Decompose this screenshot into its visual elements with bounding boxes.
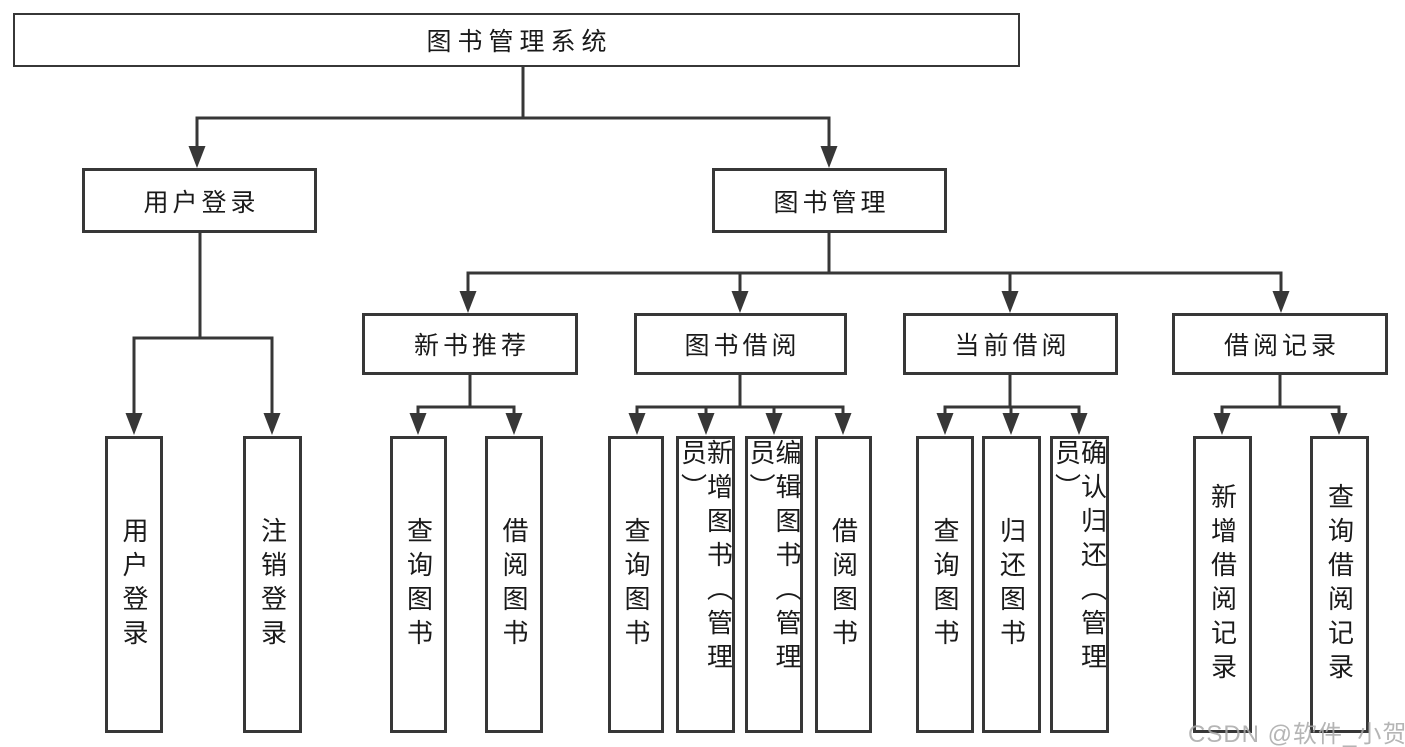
connector-path: [195, 67, 831, 148]
leaf-br-query-record-label: 查询借阅记录: [1324, 482, 1355, 687]
node-root: 图书管理系统: [13, 13, 1020, 67]
leaf-nbr-query-book: 查询图书: [390, 436, 447, 733]
leaf-bb-borrow-book-label: 借阅图书: [828, 516, 859, 653]
connector-book-borrow-to-leaves: [628, 373, 852, 435]
node-book-mgmt: 图书管理: [712, 168, 947, 233]
connector-current-borrow-to-leaves: [936, 373, 1088, 435]
leaf-user-login: 用户登录: [105, 436, 163, 733]
connector-borrow-record-to-leaves: [1213, 373, 1348, 435]
leaf-br-add-record: 新增借阅记录: [1193, 436, 1252, 733]
leaf-cb-query-book-label: 查询图书: [930, 516, 960, 653]
node-borrow-record-label: 借阅记录: [1223, 332, 1340, 360]
leaf-cb-query-book: 查询图书: [916, 436, 974, 733]
arrow-down-icon: [459, 291, 477, 313]
node-root-label: 图书管理系统: [426, 28, 613, 56]
leaf-bb-add-book-label: 新增图书（管理员）: [677, 439, 734, 677]
node-user-login: 用户登录: [82, 168, 317, 233]
node-book-borrow-label: 图书借阅: [684, 332, 801, 360]
leaf-nbr-borrow-book: 借阅图书: [485, 436, 543, 733]
node-book-borrow: 图书借阅: [634, 313, 847, 375]
connector-path: [466, 231, 1283, 294]
connector-book-mgmt-to-level2: [459, 231, 1290, 313]
arrow-down-icon: [125, 413, 143, 435]
leaf-br-query-record: 查询借阅记录: [1310, 436, 1369, 733]
leaf-cb-confirm-return: 确认归还（管理员）: [1050, 436, 1109, 733]
leaf-user-login-label: 用户登录: [119, 516, 149, 653]
leaf-cb-return-book: 归还图书: [982, 436, 1041, 733]
arrow-down-icon: [188, 146, 206, 168]
arrow-down-icon: [1070, 413, 1088, 435]
leaf-bb-edit-book: 编辑图书（管理员）: [745, 436, 803, 733]
node-current-borrow-label: 当前借阅: [954, 332, 1071, 360]
node-borrow-record: 借阅记录: [1172, 313, 1388, 375]
leaf-bb-add-book: 新增图书（管理员）: [676, 436, 735, 733]
leaf-bb-query-book: 查询图书: [608, 436, 664, 733]
arrow-down-icon: [409, 413, 427, 435]
leaf-logout-label: 注销登录: [257, 516, 288, 653]
connector-path: [1220, 373, 1341, 416]
node-new-book-rec: 新书推荐: [362, 313, 578, 375]
node-current-borrow: 当前借阅: [903, 313, 1118, 375]
arrow-down-icon: [628, 413, 646, 435]
connector-path: [943, 373, 1081, 416]
arrow-down-icon: [505, 413, 523, 435]
arrow-down-icon: [1002, 413, 1020, 435]
connector-new-book-rec-to-leaves: [409, 373, 523, 435]
arrow-down-icon: [731, 291, 749, 313]
leaf-cb-confirm-return-label: 确认归还（管理员）: [1051, 439, 1108, 677]
node-book-mgmt-label: 图书管理: [773, 188, 890, 217]
leaf-bb-borrow-book: 借阅图书: [815, 436, 872, 733]
arrow-down-icon: [263, 413, 281, 435]
connector-path: [132, 231, 274, 416]
connector-path: [416, 373, 516, 416]
leaf-br-add-record-label: 新增借阅记录: [1207, 482, 1238, 687]
connector-root-to-level1: [188, 67, 838, 168]
arrow-down-icon: [765, 413, 783, 435]
leaf-logout: 注销登录: [243, 436, 302, 733]
arrow-down-icon: [697, 413, 715, 435]
arrow-down-icon: [1272, 291, 1290, 313]
arrow-down-icon: [936, 413, 954, 435]
arrow-down-icon: [1213, 413, 1231, 435]
leaf-bb-edit-book-label: 编辑图书（管理员）: [746, 439, 802, 677]
node-user-login-label: 用户登录: [143, 188, 260, 217]
arrow-down-icon: [834, 413, 852, 435]
node-new-book-rec-label: 新书推荐: [413, 332, 530, 360]
leaf-cb-return-book-label: 归还图书: [996, 516, 1027, 653]
connector-user-login-to-leaves: [125, 231, 281, 435]
leaf-bb-query-book-label: 查询图书: [621, 516, 651, 653]
arrow-down-icon: [820, 146, 838, 168]
leaf-nbr-borrow-book-label: 借阅图书: [499, 516, 529, 653]
connector-path: [635, 373, 845, 416]
arrow-down-icon: [1330, 413, 1348, 435]
leaf-nbr-query-book-label: 查询图书: [403, 516, 434, 653]
arrow-down-icon: [1001, 291, 1019, 313]
